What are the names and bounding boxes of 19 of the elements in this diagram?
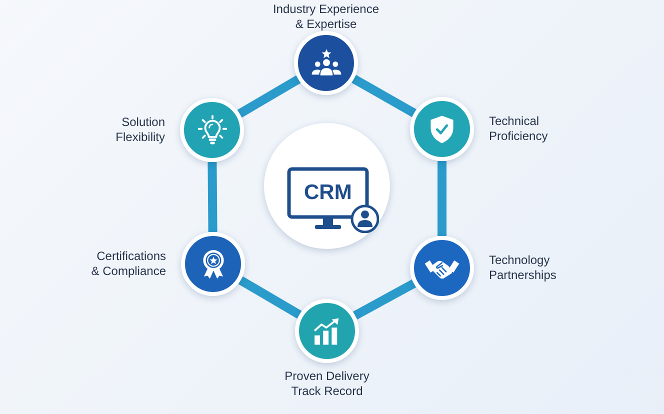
feature-circle (181, 232, 245, 296)
feature-label: Technology Partnerships (489, 253, 558, 283)
feature-label: Proven Delivery Track Record (284, 369, 370, 399)
feature-label: Technical Proficiency (489, 114, 549, 144)
feature-label: Industry Experience & Expertise (272, 2, 380, 32)
feature-circle (410, 97, 474, 161)
feature-circle (295, 299, 359, 363)
connector-line (237, 75, 301, 118)
feature-circle (410, 236, 474, 300)
connector-line (208, 162, 218, 232)
feature-label: Solution Flexibility (114, 115, 165, 145)
screen-text: CRM (304, 181, 352, 205)
feature-circle (294, 31, 358, 95)
connector-line (352, 279, 416, 320)
connector-line (352, 74, 416, 118)
connector-line (438, 161, 446, 236)
feature-label: Certifications & Compliance (90, 249, 166, 279)
feature-circle (180, 98, 244, 162)
connector-line (238, 276, 302, 319)
